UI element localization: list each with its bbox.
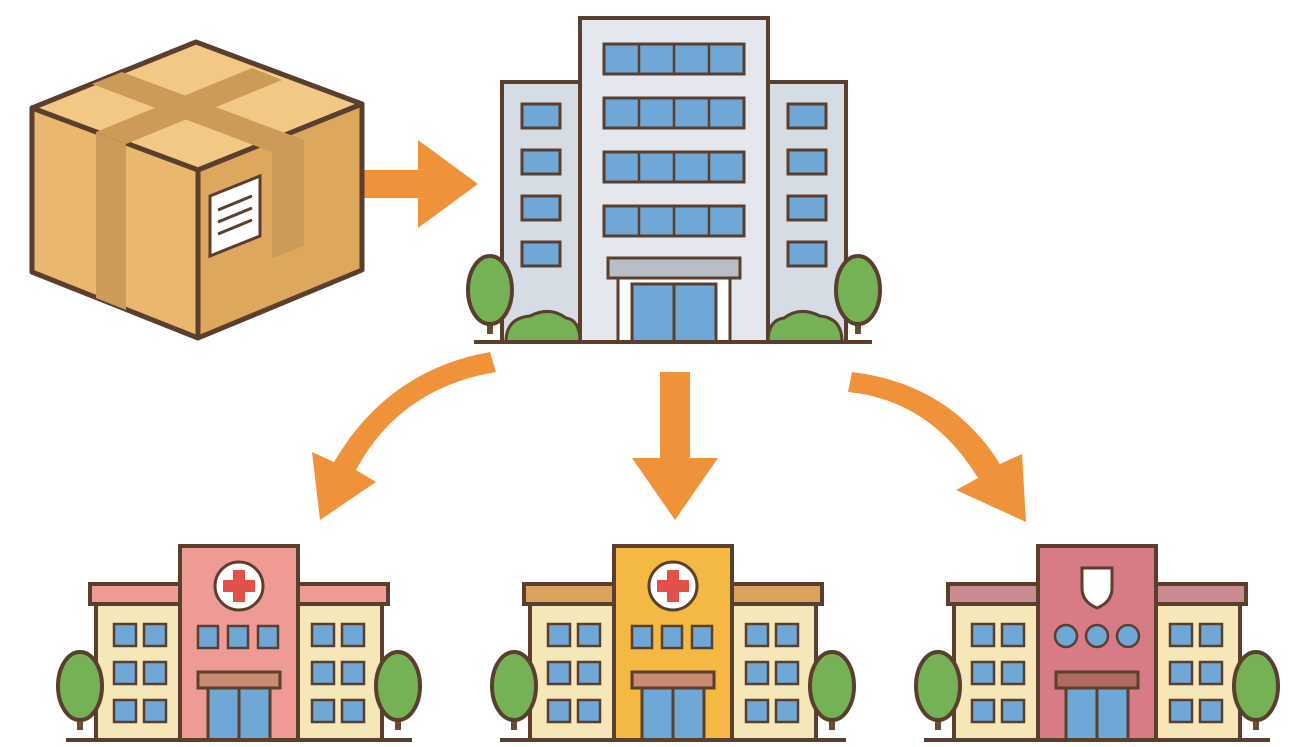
hospital-red-cross-icon <box>56 544 422 742</box>
arrow-package-to-office <box>362 140 478 228</box>
cardboard-box-icon <box>29 39 365 341</box>
arrow-office-to-hospital-1 <box>312 352 496 520</box>
arrow-office-to-hospital-2 <box>632 372 718 520</box>
hospital-red-cross-icon <box>490 544 856 742</box>
clinic-shield-icon <box>914 544 1280 742</box>
office-building-icon <box>466 16 882 344</box>
shield-icon <box>1080 566 1114 610</box>
arrow-office-to-facility-3 <box>848 372 1026 522</box>
